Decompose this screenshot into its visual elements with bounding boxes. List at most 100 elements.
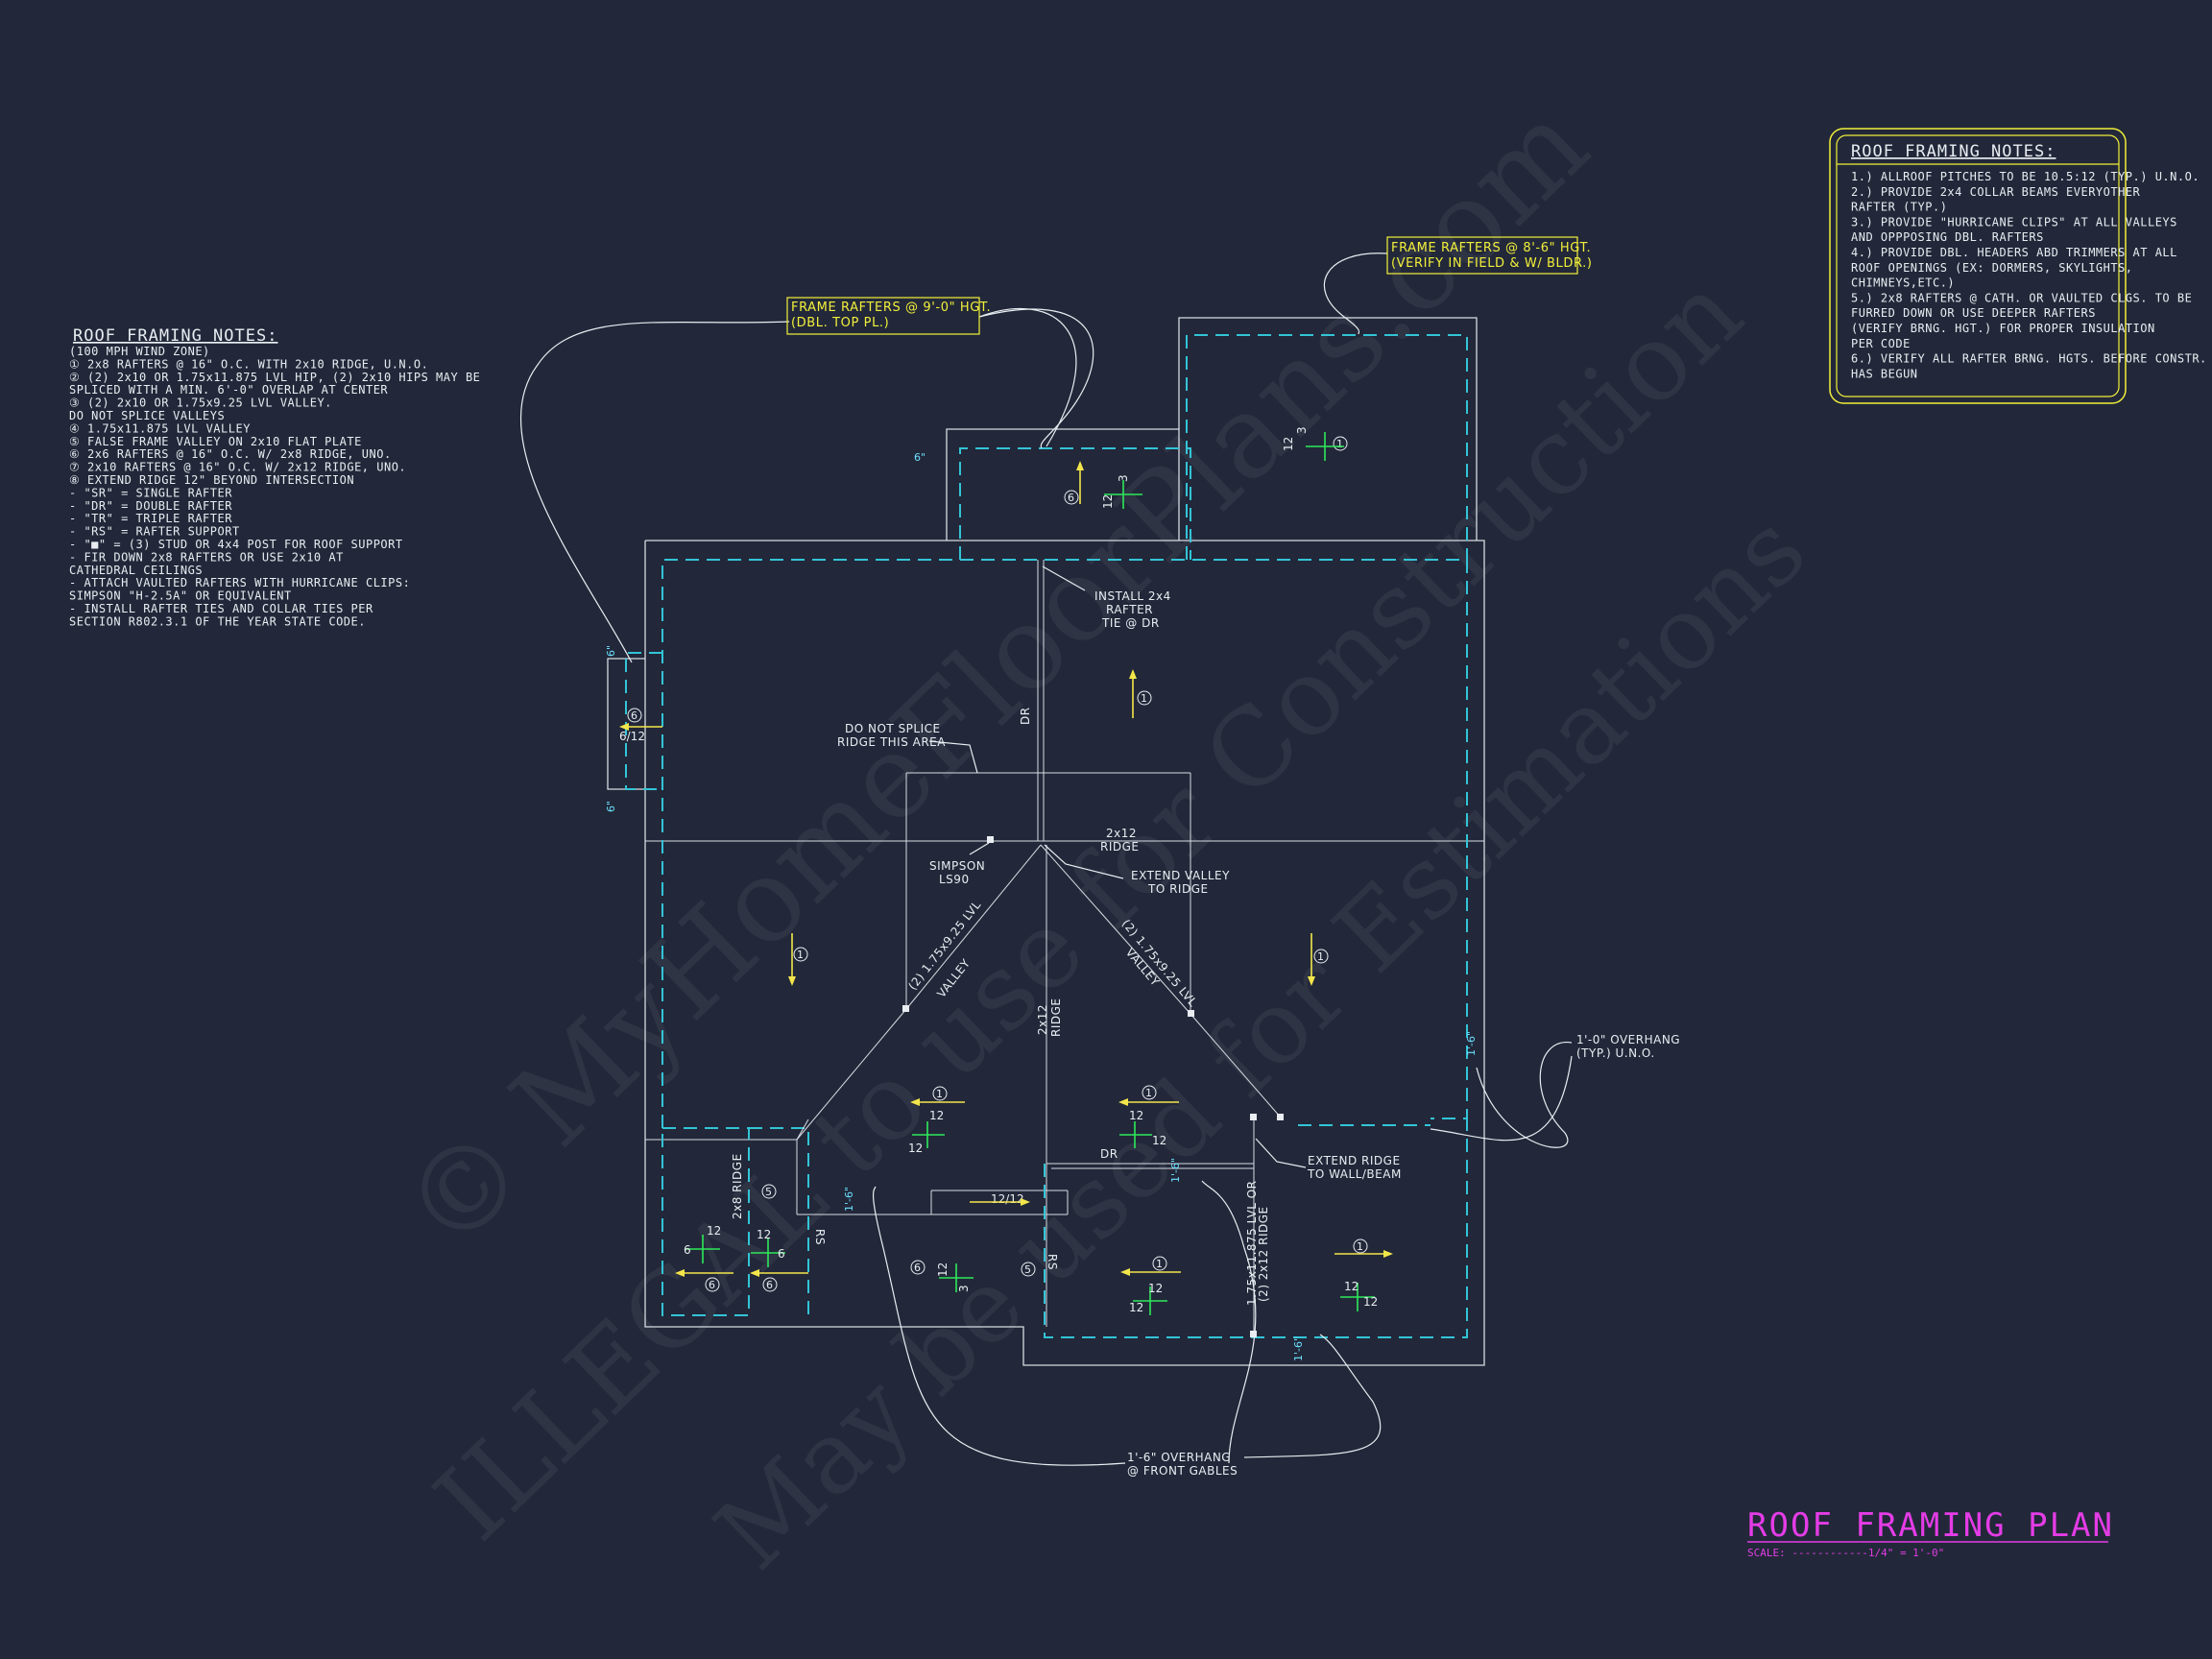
right-note-line-7: ROOF OPENINGS (EX: DORMERS, SKYLIGHTS, (1851, 261, 2133, 275)
left-note-line-4: SPLICED WITH A MIN. 6'-0" OVERLAP AT CEN… (69, 383, 388, 397)
tag-1-lower-left: 1 (932, 1086, 948, 1101)
svg-text:12: 12 (929, 1109, 944, 1122)
framing-lines (796, 560, 1284, 1337)
dim-6in-left-bot: 6" (605, 801, 617, 812)
left-note-line-10: ⑦ 2x10 RAFTERS @ 16" O.C. W/ 2x12 RIDGE,… (69, 461, 406, 474)
callout-8ft-line-1: FRAME RAFTERS @ 8'-6" HGT. (1391, 241, 1591, 255)
left-note-line-20: SIMPSON "H-2.5A" OR EQUIVALENT (69, 589, 292, 603)
lvl-ridge-1: 1.75x11.875 LVL OR (1245, 1181, 1259, 1306)
tag-1-low-d: 1 (1152, 1256, 1167, 1271)
tag-1-low-e: 1 (1353, 1238, 1368, 1254)
svg-text:12: 12 (707, 1224, 721, 1238)
tag-6-left-bay: 6 (627, 708, 642, 723)
svg-text:12: 12 (1129, 1301, 1143, 1314)
extend-valley-1: EXTEND VALLEY (1131, 869, 1230, 882)
left-note-line-18: CATHEDRAL CEILINGS (69, 564, 203, 577)
svg-text:1: 1 (936, 1088, 943, 1100)
extend-ridge-2: TO WALL/BEAM (1307, 1167, 1402, 1181)
left-note-line-3: ② (2) 2x10 OR 1.75x11.875 LVL HIP, (2) 2… (69, 371, 480, 384)
plan-title: ROOF FRAMING PLAN (1747, 1506, 2114, 1545)
plan-scale: SCALE: ------------1/4" = 1'-0" (1747, 1547, 1944, 1559)
svg-text:1: 1 (1145, 1087, 1152, 1099)
install-tie-2: RAFTER (1106, 603, 1153, 616)
svg-text:12: 12 (1344, 1280, 1358, 1293)
dim-1-6-a: 1'-6" (843, 1187, 855, 1212)
svg-text:6: 6 (778, 1247, 785, 1261)
right-notes-outer-border (1829, 128, 2127, 404)
dim-1-6-b: 1'-6" (1169, 1158, 1182, 1183)
svg-text:6: 6 (631, 709, 637, 722)
overhang-typ-2: (TYP.) U.N.O. (1576, 1046, 1655, 1060)
svg-text:1: 1 (797, 949, 804, 961)
svg-text:12: 12 (936, 1262, 950, 1277)
left-note-line-9: ⑥ 2x6 RAFTERS @ 16" O.C. W/ 2x8 RIDGE, U… (69, 447, 392, 461)
pitch-markers: 12 3 12 3 12 12 12 12 12 12 12 12 12 6 1… (684, 426, 1378, 1315)
left-note-line-1: (100 MPH WIND ZONE) (69, 345, 210, 358)
no-splice-2: RIDGE THIS AREA (837, 735, 946, 749)
tag-6-upper-left: 6 (1064, 490, 1079, 505)
right-note-line-8: CHIMNEYS,ETC.) (1851, 276, 1955, 290)
left-note-line-5: ③ (2) 2x10 OR 1.75x9.25 LVL VALLEY. (69, 397, 332, 410)
left-note-line-6: DO NOT SPLICE VALLEYS (69, 409, 225, 422)
pitch-12-12: 12/12 (991, 1192, 1024, 1206)
svg-text:6: 6 (1068, 492, 1074, 504)
right-note-line-11: (VERIFY BRNG. HGT.) FOR PROPER INSULATIO… (1851, 322, 2155, 335)
overhang-front-2: @ FRONT GABLES (1127, 1464, 1238, 1478)
svg-text:3: 3 (1117, 474, 1130, 482)
svg-text:1: 1 (1336, 438, 1343, 450)
left-note-line-17: - FIR DOWN 2x8 RAFTERS OR USE 2x10 AT (69, 550, 344, 564)
left-note-line-11: ⑧ EXTEND RIDGE 12" BEYOND INTERSECTION (69, 473, 354, 487)
right-note-line-2: 2.) PROVIDE 2x4 COLLAR BEAMS EVERYOTHER (1851, 185, 2141, 199)
dr-horizontal: DR (1100, 1147, 1118, 1161)
ridge-vert-a: 2x12 (1036, 1004, 1049, 1035)
right-note-line-5: AND OPPPOSING DBL. RAFTERS (1851, 230, 2044, 244)
tag-6-low-b: 6 (762, 1277, 778, 1292)
plan-title-block: ROOF FRAMING PLAN SCALE: ------------1/4… (1747, 1506, 2114, 1559)
ridge-2x12-2: RIDGE (1100, 840, 1140, 854)
left-note-line-2: ① 2x8 RAFTERS @ 16" O.C. WITH 2x10 RIDGE… (69, 357, 428, 371)
svg-text:12: 12 (757, 1228, 771, 1241)
dim-1-6-c: 1'-6" (1292, 1336, 1305, 1361)
right-note-line-1: 1.) ALLROOF PITCHES TO BE 10.5:12 (TYP.)… (1851, 170, 2200, 183)
callout-frame-9ft: FRAME RAFTERS @ 9'-0" HGT. (DBL. TOP PL.… (786, 297, 991, 335)
svg-text:12: 12 (1148, 1282, 1163, 1295)
left-note-line-13: - "DR" = DOUBLE RAFTER (69, 499, 232, 513)
pitch-6-12: 6/12 (619, 730, 645, 743)
ridge-2x8: 2x8 RIDGE (731, 1153, 744, 1219)
callout-9ft-line-2: (DBL. TOP PL.) (791, 316, 889, 330)
left-note-line-22: SECTION R802.3.1 OF THE YEAR STATE CODE. (69, 614, 366, 628)
svg-text:12: 12 (1363, 1295, 1378, 1309)
right-notes-title: ROOF FRAMING NOTES: (1851, 142, 2056, 161)
svg-text:12: 12 (1282, 437, 1295, 451)
left-note-line-14: - "TR" = TRIPLE RAFTER (69, 512, 232, 525)
rafter-direction-arrows (619, 461, 1393, 1277)
svg-text:3: 3 (957, 1285, 971, 1292)
extend-ridge-1: EXTEND RIDGE (1308, 1154, 1401, 1167)
left-note-line-15: - "RS" = RAFTER SUPPORT (69, 525, 240, 539)
install-tie-3: TIE @ DR (1101, 616, 1160, 630)
install-tie-1: INSTALL 2x4 (1094, 589, 1171, 603)
svg-text:12: 12 (1152, 1134, 1166, 1147)
tag-1-upper-right: 1 (1333, 436, 1348, 451)
dr-vertical: DR (1019, 707, 1032, 725)
tag-1-center: 1 (1137, 690, 1152, 706)
dim-1-6-d: 1'-6" (1465, 1031, 1478, 1056)
simpson-1: SIMPSON (929, 859, 985, 873)
svg-text:6: 6 (684, 1243, 691, 1257)
tag-6-low-a: 6 (705, 1277, 720, 1292)
no-splice-1: DO NOT SPLICE (845, 722, 941, 735)
left-note-line-16: - "■" = (3) STUD OR 4x4 POST FOR ROOF SU… (69, 538, 403, 551)
rs-right: RS (1046, 1254, 1059, 1270)
tag-5-a: 5 (761, 1184, 777, 1199)
left-roof-framing-notes: ROOF FRAMING NOTES: (100 MPH WIND ZONE)①… (69, 326, 480, 628)
right-note-line-12: PER CODE (1851, 337, 1911, 350)
tag-1-lower-mid: 1 (1142, 1085, 1157, 1100)
rafter-tags: 1 6 1 6 1 1 1 1 (627, 436, 1368, 1292)
svg-text:1: 1 (1141, 692, 1147, 705)
tag-6-low-c: 6 (910, 1260, 926, 1275)
dim-6in-top: 6" (914, 451, 926, 464)
dimension-labels: 6" 6" 6" 1'-6" 1'-6" 1'-6" 1'-6" (605, 451, 1478, 1361)
left-note-line-7: ④ 1.75x11.875 LVL VALLEY (69, 421, 251, 435)
right-note-line-10: FURRED DOWN OR USE DEEPER RAFTERS (1851, 306, 2096, 320)
